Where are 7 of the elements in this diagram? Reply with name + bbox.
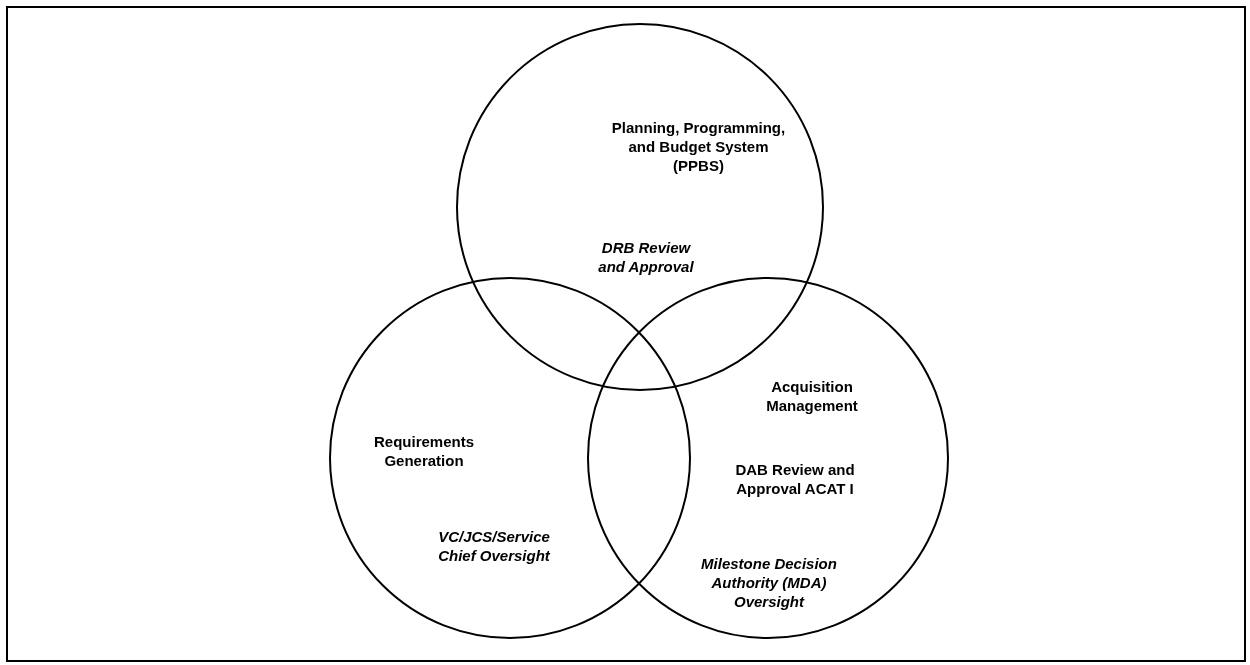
circle-heading: Requirements Generation xyxy=(373,432,475,470)
circle-heading: Planning, Programming, and Budget System (PPBS) xyxy=(610,118,787,175)
circle-heading: Acquisition Management xyxy=(765,377,859,415)
circle-heading: DAB Review and Approval ACAT I xyxy=(735,460,855,498)
oversight-note: VC/JCS/Service Chief Oversight xyxy=(437,527,552,565)
oversight-note: Milestone Decision Authority (MDA) Oversight xyxy=(700,554,838,611)
oversight-note: DRB Review and Approval xyxy=(597,238,695,276)
